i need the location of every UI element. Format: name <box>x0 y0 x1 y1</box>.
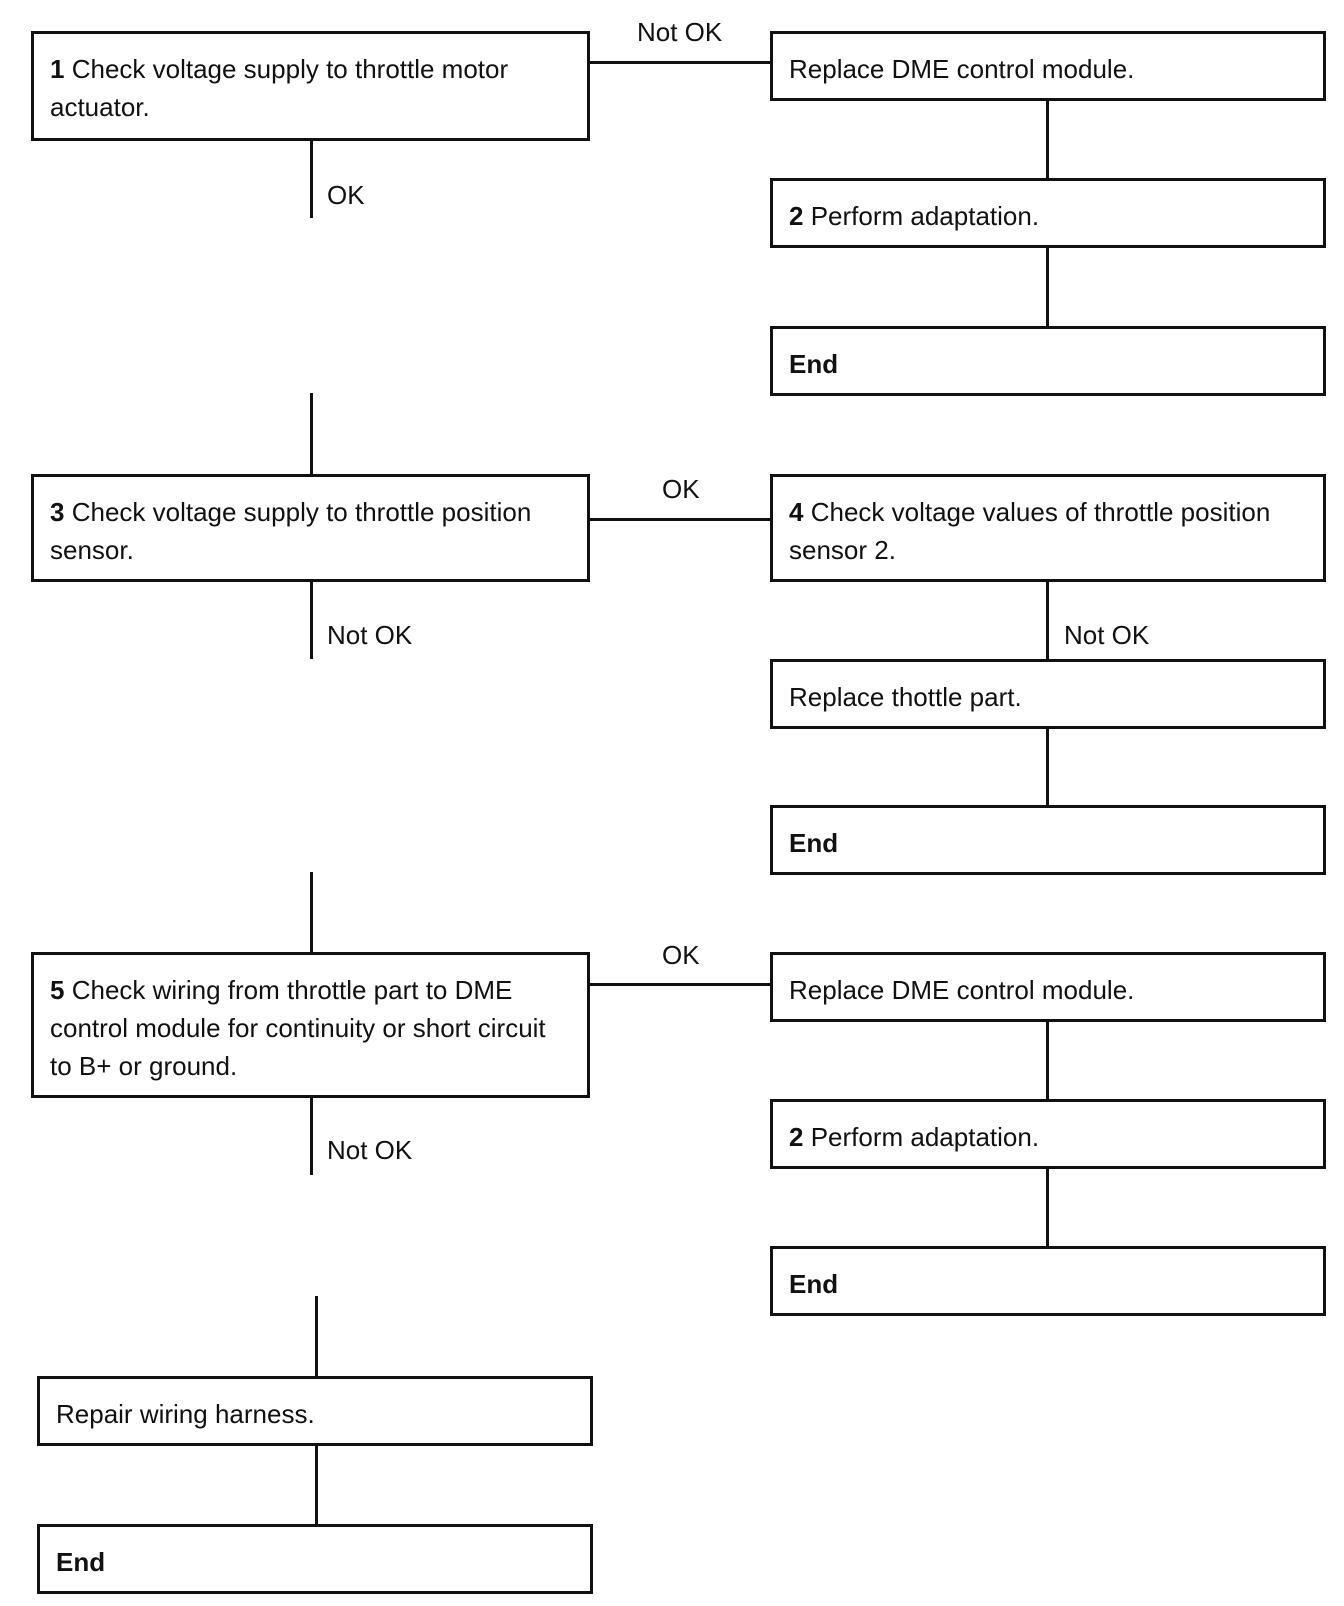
connector-repair-to-end <box>315 1446 318 1524</box>
connector-adapt-1-to-end <box>1046 248 1049 326</box>
end-box-1: End <box>770 326 1326 396</box>
step3-text: Check voltage supply to throttle positio… <box>50 497 532 565</box>
replace-throttle-box: Replace thottle part. <box>770 659 1326 729</box>
connector-into-step5 <box>310 872 313 952</box>
connector-replace-dme-2-to-adapt <box>1046 1022 1049 1099</box>
connector-adapt-2-to-end <box>1046 1169 1049 1246</box>
step4-number: 4 <box>789 497 804 527</box>
connector-replace-throttle-to-end <box>1046 729 1049 805</box>
connector-step5-to-replace-dme <box>590 983 770 986</box>
replace-throttle-text: Replace thottle part. <box>789 682 1022 712</box>
step5-number: 5 <box>50 975 65 1005</box>
step5-text: Check wiring from throttle part to DME c… <box>50 975 546 1081</box>
connector-step5-down <box>310 1098 313 1175</box>
adapt-1-text: Perform adaptation. <box>810 201 1040 231</box>
step1-number: 1 <box>50 54 65 84</box>
replace-dme-box-1: Replace DME control module. <box>770 31 1326 101</box>
connector-step3-down <box>310 582 313 659</box>
connector-into-step3 <box>310 393 313 474</box>
end-text-1: End <box>789 349 839 379</box>
connector-into-repair <box>315 1296 318 1376</box>
step1-text: Check voltage supply to throttle motor a… <box>50 54 509 122</box>
step5-box: 5 Check wiring from throttle part to DME… <box>31 952 590 1098</box>
step5-ok-label: OK <box>662 940 700 970</box>
step1-not-ok-label: Not OK <box>637 17 723 47</box>
end-box-2: End <box>770 805 1326 875</box>
end-box-4: End <box>37 1524 593 1594</box>
replace-dme-box-2: Replace DME control module. <box>770 952 1326 1022</box>
step1-ok-label: OK <box>327 180 365 210</box>
end-text-2: End <box>789 828 839 858</box>
step3-not-ok-label: Not OK <box>327 620 413 650</box>
end-text-4: End <box>56 1547 106 1577</box>
repair-wiring-box: Repair wiring harness. <box>37 1376 593 1446</box>
adapt-2-number: 2 <box>789 1122 804 1152</box>
end-text-3: End <box>789 1269 839 1299</box>
end-box-3: End <box>770 1246 1326 1316</box>
connector-step3-to-step4 <box>590 518 770 521</box>
connector-step4-down <box>1046 582 1049 659</box>
step3-box: 3 Check voltage supply to throttle posit… <box>31 474 590 582</box>
repair-wiring-text: Repair wiring harness. <box>56 1399 315 1429</box>
step3-ok-label: OK <box>662 474 700 504</box>
connector-replace-dme-1-to-adapt <box>1046 101 1049 178</box>
step1-box: 1 Check voltage supply to throttle motor… <box>31 31 590 141</box>
perform-adaptation-box-2: 2 Perform adaptation. <box>770 1099 1326 1169</box>
adapt-2-text: Perform adaptation. <box>810 1122 1040 1152</box>
replace-dme-text-1: Replace DME control module. <box>789 54 1135 84</box>
step5-not-ok-label: Not OK <box>327 1135 413 1165</box>
adapt-1-number: 2 <box>789 201 804 231</box>
replace-dme-text-2: Replace DME control module. <box>789 975 1135 1005</box>
connector-step1-down <box>310 141 313 218</box>
step4-not-ok-label: Not OK <box>1064 620 1150 650</box>
step4-text: Check voltage values of throttle positio… <box>789 497 1271 565</box>
perform-adaptation-box-1: 2 Perform adaptation. <box>770 178 1326 248</box>
connector-step1-to-replace-dme <box>590 61 770 64</box>
step4-box: 4 Check voltage values of throttle posit… <box>770 474 1326 582</box>
step3-number: 3 <box>50 497 65 527</box>
